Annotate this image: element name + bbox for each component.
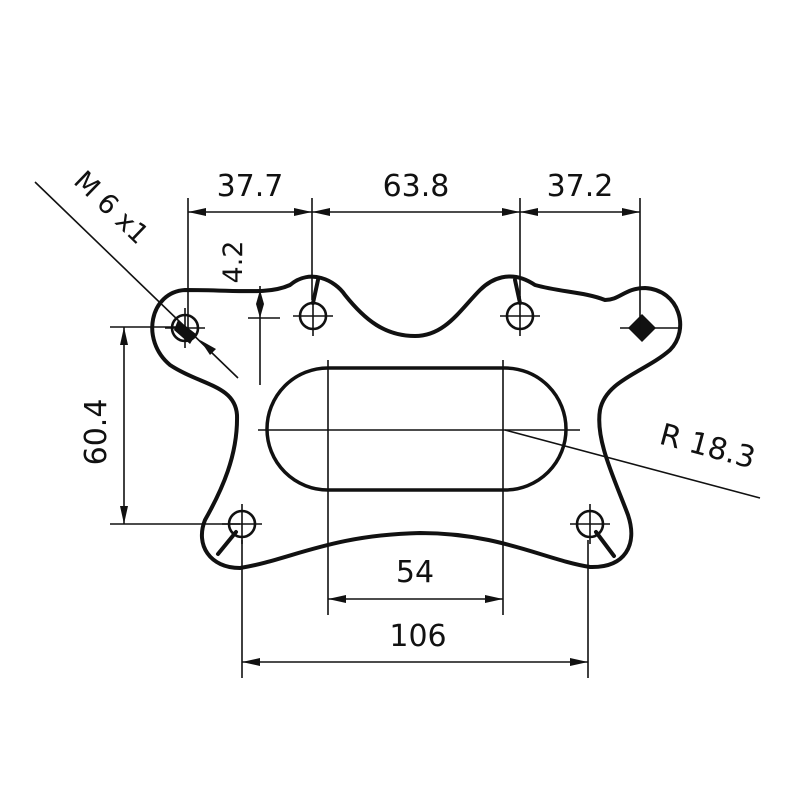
bolt-hole-bottom-right bbox=[570, 504, 616, 558]
bolt-hole-top-second bbox=[293, 278, 333, 336]
dim-small-vertical-label: 4.2 bbox=[218, 241, 249, 284]
radius-callout-label: R 18.3 bbox=[656, 417, 759, 476]
dim-top-middle-label: 63.8 bbox=[383, 169, 450, 204]
arrow bbox=[256, 290, 264, 304]
dim-left-height-label: 60.4 bbox=[79, 399, 114, 466]
arrow bbox=[120, 506, 128, 524]
arrow bbox=[485, 595, 503, 603]
bolt-hole-top-third bbox=[500, 278, 540, 336]
arrow bbox=[200, 340, 216, 355]
arrow bbox=[570, 658, 588, 666]
central-slot bbox=[265, 366, 568, 492]
gasket-outline bbox=[150, 274, 683, 570]
radius-leader-line bbox=[504, 429, 761, 499]
arrow bbox=[256, 304, 264, 318]
dim-bottom-span-label: 106 bbox=[389, 619, 446, 654]
arrow bbox=[328, 595, 346, 603]
arrow bbox=[120, 327, 128, 345]
dim-top-right-label: 37.2 bbox=[547, 169, 614, 204]
arrow bbox=[242, 658, 260, 666]
arrow bbox=[188, 208, 206, 216]
dim-slot-width-label: 54 bbox=[396, 555, 434, 590]
bolt-hole-top-right bbox=[620, 314, 680, 342]
arrow bbox=[622, 208, 640, 216]
dim-top-left-label: 37.7 bbox=[217, 169, 284, 204]
thread-callout-label: M 6 x1 bbox=[67, 165, 154, 250]
arrow bbox=[312, 208, 330, 216]
bolt-hole-bottom-left bbox=[216, 504, 262, 556]
arrow bbox=[294, 208, 312, 216]
arrow bbox=[502, 208, 520, 216]
arrow bbox=[520, 208, 538, 216]
